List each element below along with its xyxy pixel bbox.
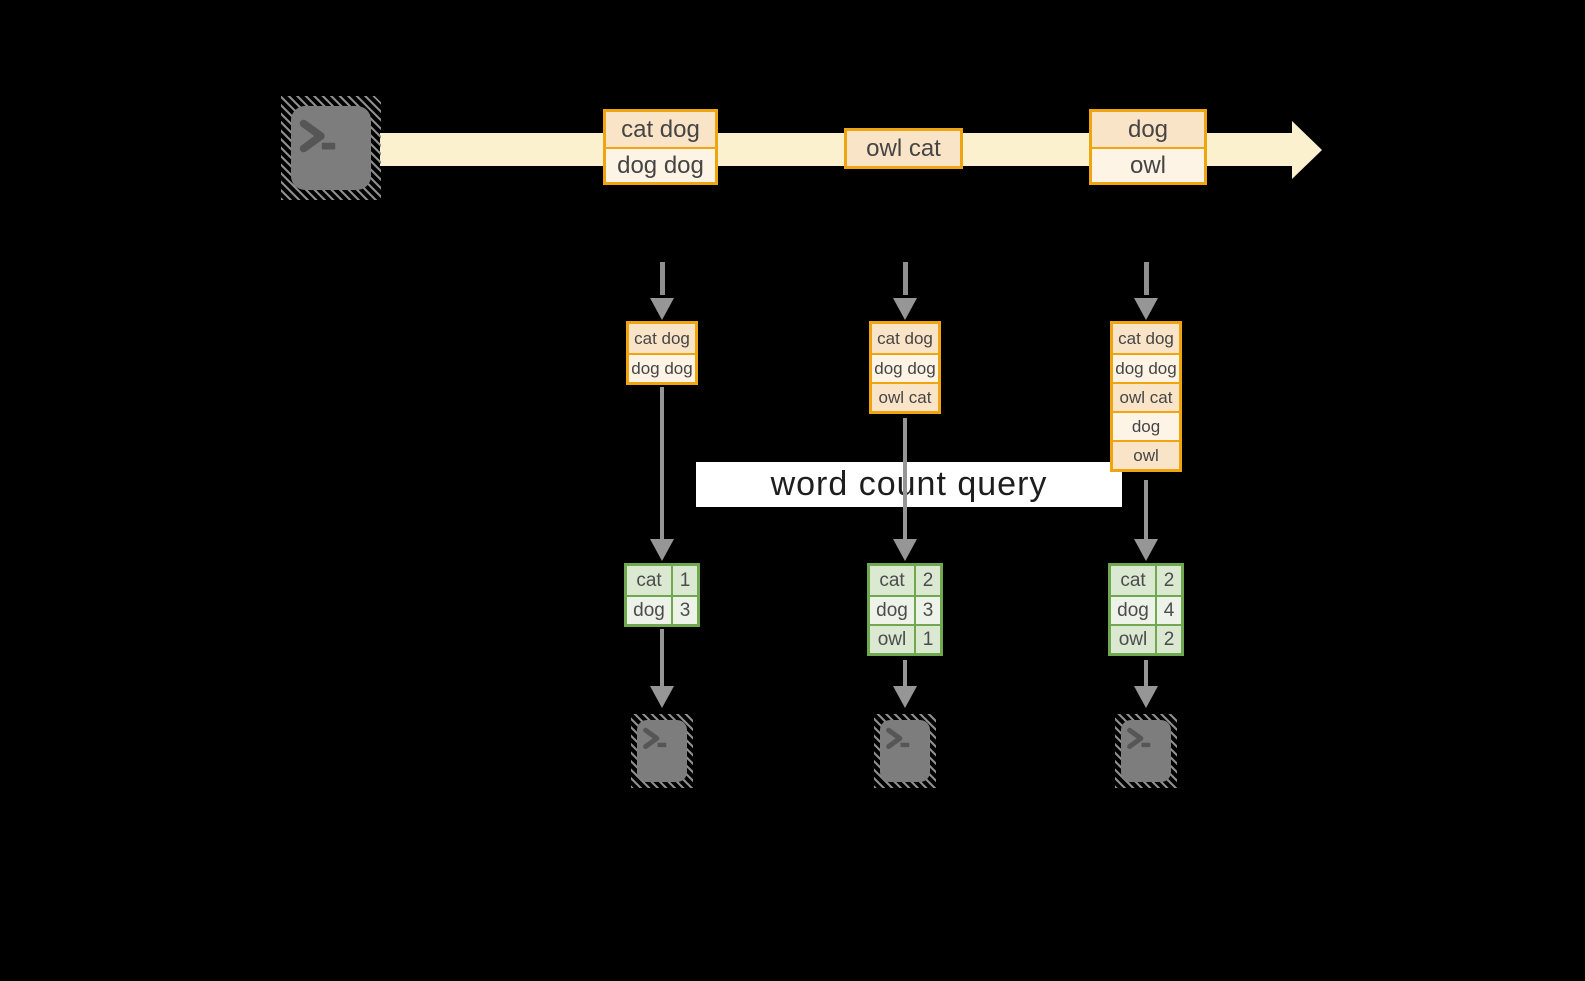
stream-arrowhead-icon xyxy=(1292,121,1322,179)
flow-arrow-stem xyxy=(660,387,664,539)
dashed-arrow-stem xyxy=(1144,262,1149,295)
output-terminal-icon xyxy=(1115,714,1177,788)
count-word-cell: dog xyxy=(1111,597,1157,624)
flow-arrow-head-icon xyxy=(1134,686,1158,708)
count-value-cell: 4 xyxy=(1163,599,1175,621)
flow-arrow-head-icon xyxy=(893,686,917,708)
table-row: dog 3 xyxy=(870,595,940,624)
stream-message-cell: cat dog xyxy=(606,112,715,147)
table-row: cat 1 xyxy=(627,566,697,595)
flow-arrow-head-icon xyxy=(893,539,917,561)
flow-arrow-stem xyxy=(903,418,907,539)
count-word-cell: dog xyxy=(870,597,916,624)
count-value-cell: 2 xyxy=(922,569,934,591)
stream-message-cell: owl cat xyxy=(847,131,960,166)
dashed-arrow-stem xyxy=(903,262,908,295)
dashed-arrow-head-icon xyxy=(1134,298,1158,320)
flow-arrow-stem xyxy=(1144,660,1148,686)
state-cell: dog dog xyxy=(872,353,938,382)
table-row: cat 2 xyxy=(1111,566,1181,595)
count-word-cell: cat xyxy=(870,566,916,595)
stream-message-cell: dog dog xyxy=(606,147,715,182)
state-stack-2: cat dog dog dog owl cat xyxy=(869,321,941,414)
count-value-cell: 2 xyxy=(1163,569,1175,591)
table-row: cat 2 xyxy=(870,566,940,595)
stream-message-1: cat dog dog dog xyxy=(603,109,718,185)
count-table-1: cat 1 dog 3 xyxy=(624,563,700,627)
table-row: dog 4 xyxy=(1111,595,1181,624)
state-cell: dog dog xyxy=(629,353,695,382)
state-cell: cat dog xyxy=(1113,324,1179,353)
dashed-arrow-stem xyxy=(660,262,665,295)
state-stack-3: cat dog dog dog owl cat dog owl xyxy=(1110,321,1182,472)
flow-arrow-stem xyxy=(1144,480,1148,539)
stream-message-cell: owl xyxy=(1092,147,1204,182)
state-cell: owl cat xyxy=(1113,382,1179,411)
source-terminal-icon xyxy=(281,96,381,200)
state-cell: cat dog xyxy=(872,324,938,353)
count-value-cell: 3 xyxy=(679,599,691,621)
table-row: owl 1 xyxy=(870,624,940,653)
count-value-cell: 3 xyxy=(922,599,934,621)
table-row: dog 3 xyxy=(627,595,697,624)
state-stack-1: cat dog dog dog xyxy=(626,321,698,385)
count-word-cell: cat xyxy=(1111,566,1157,595)
count-value-cell: 1 xyxy=(922,628,934,650)
state-cell: owl cat xyxy=(872,382,938,411)
flow-arrow-head-icon xyxy=(1134,539,1158,561)
terminal-prompt-icon xyxy=(886,727,910,749)
word-count-query-label: word count query xyxy=(696,462,1122,507)
count-value-cell: 1 xyxy=(679,569,691,591)
stream-message-2: owl cat xyxy=(844,128,963,169)
dashed-arrow-head-icon xyxy=(650,298,674,320)
count-table-3: cat 2 dog 4 owl 2 xyxy=(1108,563,1184,656)
state-cell: owl xyxy=(1113,440,1179,469)
state-cell: dog dog xyxy=(1113,353,1179,382)
output-terminal-icon xyxy=(874,714,936,788)
flow-arrow-head-icon xyxy=(650,686,674,708)
count-word-cell: dog xyxy=(627,597,673,624)
stream-message-cell: dog xyxy=(1092,112,1204,147)
count-value-cell: 2 xyxy=(1163,628,1175,650)
count-word-cell: cat xyxy=(627,566,673,595)
state-cell: dog xyxy=(1113,411,1179,440)
count-word-cell: owl xyxy=(870,626,916,653)
flow-arrow-stem xyxy=(903,660,907,686)
flow-arrow-stem xyxy=(660,629,664,686)
dashed-arrow-head-icon xyxy=(893,298,917,320)
terminal-prompt-icon xyxy=(643,727,667,749)
terminal-prompt-icon xyxy=(1127,727,1151,749)
count-word-cell: owl xyxy=(1111,626,1157,653)
terminal-prompt-icon xyxy=(299,119,336,153)
flow-arrow-head-icon xyxy=(650,539,674,561)
table-row: owl 2 xyxy=(1111,624,1181,653)
count-table-2: cat 2 dog 3 owl 1 xyxy=(867,563,943,656)
state-cell: cat dog xyxy=(629,324,695,353)
output-terminal-icon xyxy=(631,714,693,788)
stream-message-3: dog owl xyxy=(1089,109,1207,185)
